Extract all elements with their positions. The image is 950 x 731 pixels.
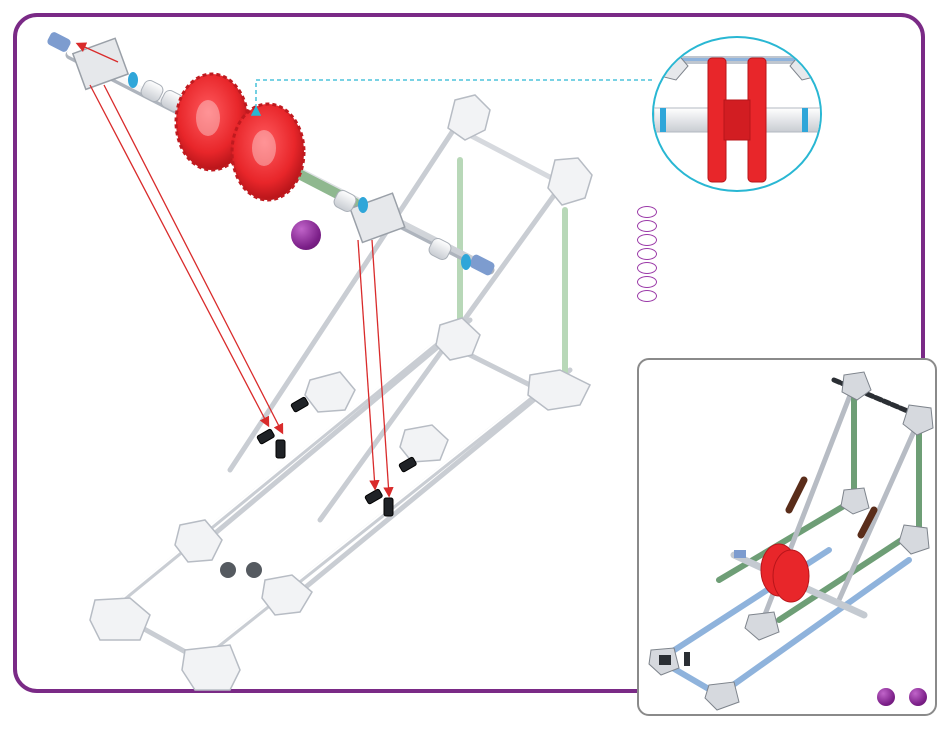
quantity-markers — [637, 206, 661, 302]
quantity-oval — [637, 262, 657, 274]
preview-marker-dot — [909, 688, 927, 706]
quantity-oval — [637, 276, 657, 288]
spacer — [461, 254, 471, 270]
quantity-oval — [637, 220, 657, 232]
red-gear — [176, 74, 304, 200]
step-marker-dot — [291, 220, 321, 250]
quantity-oval — [637, 234, 657, 246]
spacer — [128, 72, 138, 88]
preview-marker-dot — [877, 688, 895, 706]
zoom-detail-circle — [652, 36, 822, 192]
quantity-oval — [637, 290, 657, 302]
spacer — [358, 197, 368, 213]
grey-ball — [220, 562, 236, 578]
quantity-oval — [637, 248, 657, 260]
end-cap — [46, 31, 72, 53]
connector-hubs — [90, 95, 592, 690]
grey-ball — [246, 562, 262, 578]
quantity-oval — [637, 206, 657, 218]
finished-model-preview — [637, 358, 937, 716]
